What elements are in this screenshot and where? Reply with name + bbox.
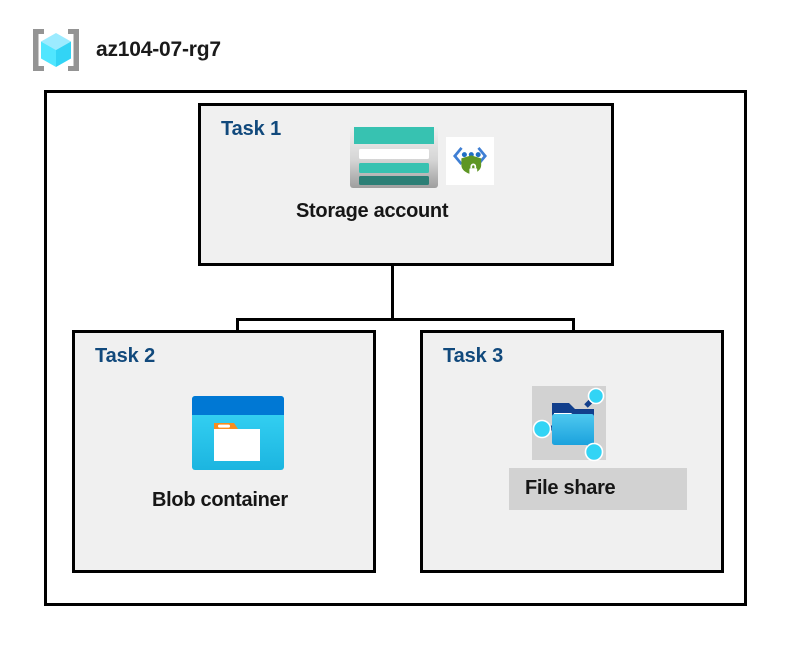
key-vault-secure-icon bbox=[446, 137, 494, 185]
connector-horizontal-bus bbox=[236, 318, 575, 321]
resource-group-name: az104-07-rg7 bbox=[96, 38, 221, 61]
file-share-icon bbox=[531, 383, 615, 467]
file-share-label: File share bbox=[525, 477, 616, 499]
task-3-label: Task 3 bbox=[443, 345, 504, 367]
task-1-label: Task 1 bbox=[221, 118, 282, 140]
blob-container-label: Blob container bbox=[152, 489, 288, 511]
resource-group-header: az104-07-rg7 bbox=[30, 26, 221, 74]
connector-storage-down bbox=[391, 266, 394, 318]
file-share-label-selection-highlight bbox=[509, 468, 687, 510]
storage-account-label: Storage account bbox=[296, 200, 449, 222]
blob-container-icon bbox=[192, 396, 284, 470]
task-2-label: Task 2 bbox=[95, 345, 156, 367]
storage-account-icon bbox=[350, 124, 438, 188]
azure-resource-group-icon bbox=[30, 26, 82, 74]
